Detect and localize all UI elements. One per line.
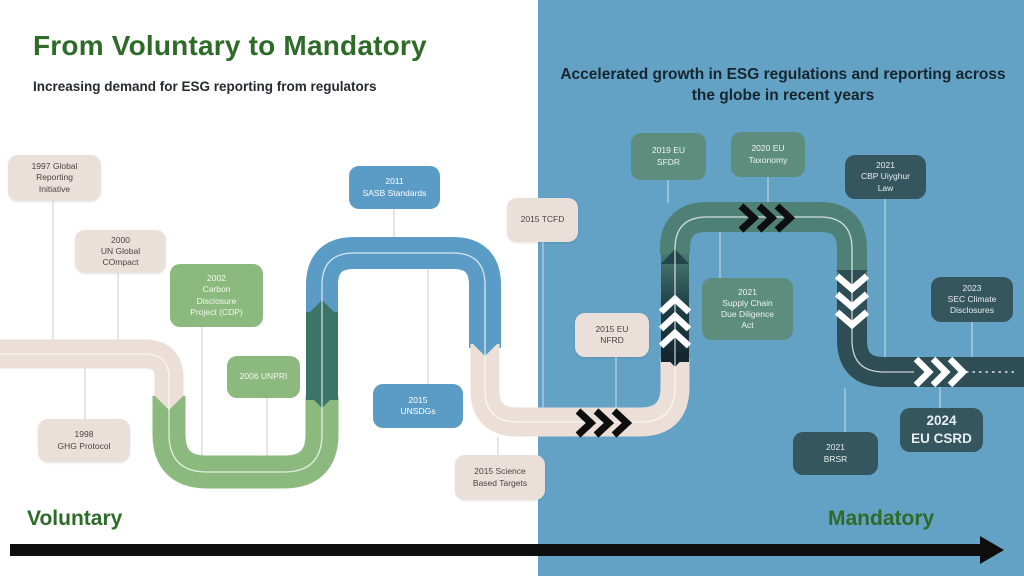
mandatory-panel-heading: Accelerated growth in ESG regulations an… xyxy=(560,66,1006,105)
axis-arrow-head-icon xyxy=(980,536,1004,564)
black-right-chevrons xyxy=(575,203,796,438)
axis-label-mandatory: Mandatory xyxy=(828,507,935,530)
event-box-2021-cbp-uiyghur: 2021 CBP Uiyghur Law xyxy=(845,155,926,199)
page-title: From Voluntary to Mandatory xyxy=(33,30,427,61)
event-box-2020-taxonomy: 2020 EU Taxonomy xyxy=(731,132,805,177)
event-box-2006-unpri: 2006 UNPRI xyxy=(227,356,300,398)
event-box-1998-ghg: 1998 GHG Protocol xyxy=(38,419,130,462)
axis-arrow-bar xyxy=(10,544,982,556)
connector-lines-right xyxy=(542,177,973,432)
event-box-2015-sbt: 2015 Science Based Targets xyxy=(455,455,545,500)
ribbon-blue xyxy=(306,237,501,348)
event-box-1997-gri: 1997 Global Reporting Initiative xyxy=(8,155,101,201)
axis-label-voluntary: Voluntary xyxy=(27,507,123,530)
event-box-2000-ungc: 2000 UN Global COmpact xyxy=(75,230,166,273)
event-box-2021-supply-chain: 2021 Supply Chain Due Diligence Act xyxy=(702,278,793,340)
event-box-2015-tcfd: 2015 TCFD xyxy=(507,198,578,242)
event-box-2015-nfrd: 2015 EU NFRD xyxy=(575,313,649,357)
ribbon-center-line xyxy=(0,216,914,473)
event-box-2023-sec: 2023 SEC Climate Disclosures xyxy=(931,277,1013,322)
event-box-2021-brsr: 2021 BRSR xyxy=(793,432,878,475)
event-box-2024-eu-csrd: 2024 EU CSRD xyxy=(900,408,983,452)
event-box-2011-sasb: 2011 SASB Standards xyxy=(349,166,440,209)
event-box-2002-cdp: 2002 Carbon Disclosure Project (CDP) xyxy=(170,264,263,327)
page-subtitle: Increasing demand for ESG reporting from… xyxy=(33,79,377,94)
event-box-2019-sfdr: 2019 EU SFDR xyxy=(631,133,706,180)
connector-lines-left xyxy=(52,201,499,456)
white-flow-chevrons xyxy=(658,273,968,388)
ribbon-green xyxy=(152,396,339,489)
event-box-2015-unsdgs: 2015 UNSDGs xyxy=(373,384,463,428)
